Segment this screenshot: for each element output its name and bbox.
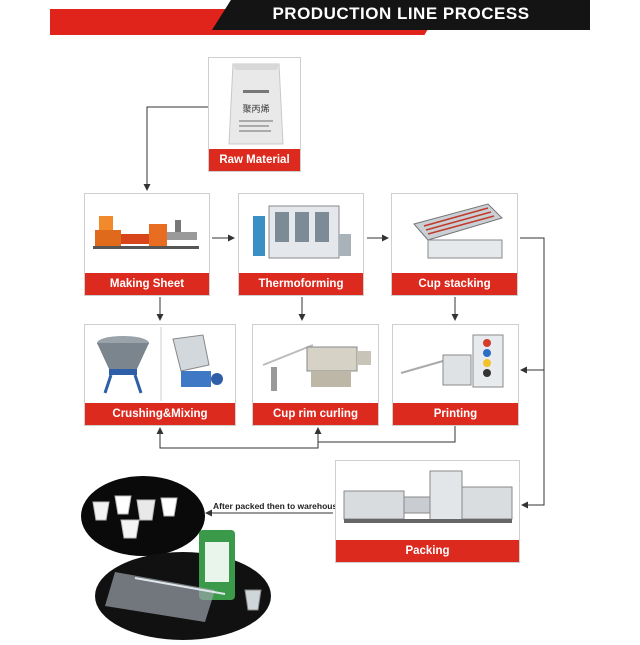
step-printing: Printing bbox=[392, 324, 519, 426]
step-cup-stacking: Cup stacking bbox=[391, 193, 518, 296]
crushing-mixing-label: Crushing&Mixing bbox=[85, 403, 235, 425]
thermoforming-label: Thermoforming bbox=[239, 273, 363, 295]
arrow-raw-to-sheet bbox=[143, 106, 208, 191]
arrow-stacking-to-packing bbox=[520, 237, 545, 509]
step-packing: Packing bbox=[335, 460, 520, 563]
step-making-sheet: Making Sheet bbox=[84, 193, 210, 296]
printing-label: Printing bbox=[393, 403, 518, 425]
crusher-mixer-image bbox=[85, 325, 235, 403]
arrow-curling-to-crushing bbox=[156, 427, 319, 449]
bag-label: 聚丙烯 bbox=[242, 103, 269, 115]
warehouse-note: After packed then to warehouse bbox=[213, 501, 342, 511]
arrow-printing-to-curling bbox=[314, 426, 456, 443]
cup-rim-curling-label: Cup rim curling bbox=[253, 403, 378, 425]
raw-material-label: Raw Material bbox=[209, 149, 300, 171]
printing-machine-image bbox=[393, 325, 518, 403]
step-thermoforming: Thermoforming bbox=[238, 193, 364, 296]
making-sheet-label: Making Sheet bbox=[85, 273, 209, 295]
step-raw-material: 聚丙烯 Raw Material bbox=[208, 57, 301, 172]
rim-curling-machine-image bbox=[253, 325, 378, 403]
packing-machine-image bbox=[336, 461, 519, 540]
sheet-extruder-image bbox=[85, 194, 209, 273]
thermoforming-machine-image bbox=[239, 194, 363, 273]
header-black-band bbox=[212, 0, 590, 30]
step-crushing-mixing: Crushing&Mixing bbox=[84, 324, 236, 426]
step-cup-rim-curling: Cup rim curling bbox=[252, 324, 379, 426]
packing-label: Packing bbox=[336, 540, 519, 562]
finished-cups-image bbox=[75, 472, 280, 640]
raw-material-bag-image: 聚丙烯 bbox=[209, 58, 300, 149]
page-title: PRODUCTION LINE PROCESS bbox=[272, 4, 530, 23]
cup-stacking-label: Cup stacking bbox=[392, 273, 517, 295]
cup-stacking-machine-image bbox=[392, 194, 517, 273]
